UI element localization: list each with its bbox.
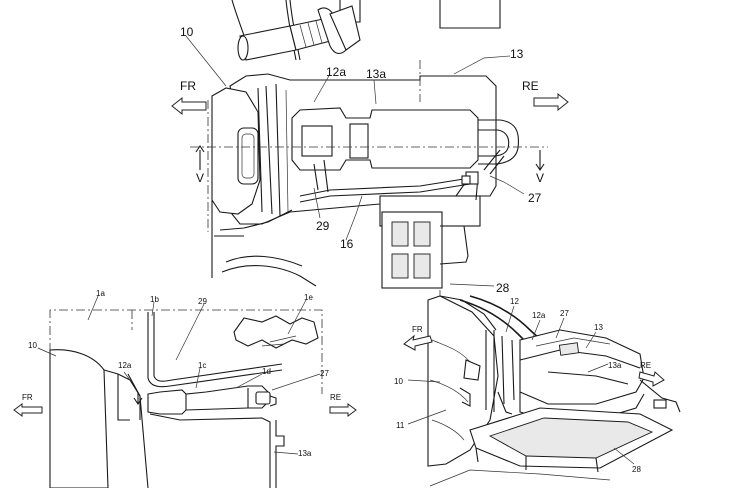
persp-label-13a: 13a <box>608 361 622 370</box>
top-front-text: FR <box>180 79 196 93</box>
side-label-1b: 1b <box>150 295 159 304</box>
side-label-13a: 13a <box>298 449 312 458</box>
top-label-13a: 13a <box>366 67 386 81</box>
top-section-right: V <box>536 171 544 185</box>
side-front-text: FR <box>22 393 33 402</box>
top-rear-text: RE <box>522 79 539 93</box>
side-label-1a: 1a <box>96 289 105 298</box>
persp-rear-arrow-icon <box>638 371 665 387</box>
persp-label-10: 10 <box>394 377 403 386</box>
side-label-27: 27 <box>320 369 329 378</box>
persp-front-arrow-icon <box>403 334 433 351</box>
top-label-27: 27 <box>528 191 542 205</box>
side-view-diagram: 1a 1b 29 1e 10 12a 1c 1d 27 13a FR RE <box>13 289 357 489</box>
persp-label-13: 13 <box>594 323 603 332</box>
persp-label-28: 28 <box>632 465 641 474</box>
top-label-13: 13 <box>510 47 524 61</box>
side-label-29: 29 <box>198 297 207 306</box>
persp-label-11: 11 <box>396 421 405 430</box>
side-front-arrow-icon <box>13 403 43 417</box>
persp-front-text: FR <box>412 325 423 334</box>
top-coupling <box>237 5 361 61</box>
top-label-16: 16 <box>340 237 354 251</box>
persp-label-12a: 12a <box>532 311 546 320</box>
side-label-10: 10 <box>28 341 37 350</box>
persp-label-27: 27 <box>560 309 569 318</box>
side-label-12a: 12a <box>118 361 132 370</box>
top-label-10: 10 <box>180 25 194 39</box>
side-label-1e: 1e <box>304 293 313 302</box>
top-label-12a: 12a <box>326 65 346 79</box>
side-label-1d: 1d <box>262 367 271 376</box>
side-rear-text: RE <box>330 393 341 402</box>
top-label-28: 28 <box>496 281 510 295</box>
top-section-left: V <box>196 171 204 185</box>
persp-rear-text: RE <box>640 361 651 370</box>
rear-arrow-icon <box>533 92 569 112</box>
side-rear-arrow-icon <box>329 403 357 417</box>
top-view-diagram: 10 12a 13a 13 27 29 16 28 FR RE V V <box>171 0 569 300</box>
side-label-1c: 1c <box>198 361 206 370</box>
perspective-view-diagram: 12 12a 27 13 13a 10 11 28 FR RE <box>394 295 681 487</box>
front-arrow-icon <box>171 96 207 116</box>
top-label-29: 29 <box>316 219 330 233</box>
persp-label-12: 12 <box>510 297 519 306</box>
